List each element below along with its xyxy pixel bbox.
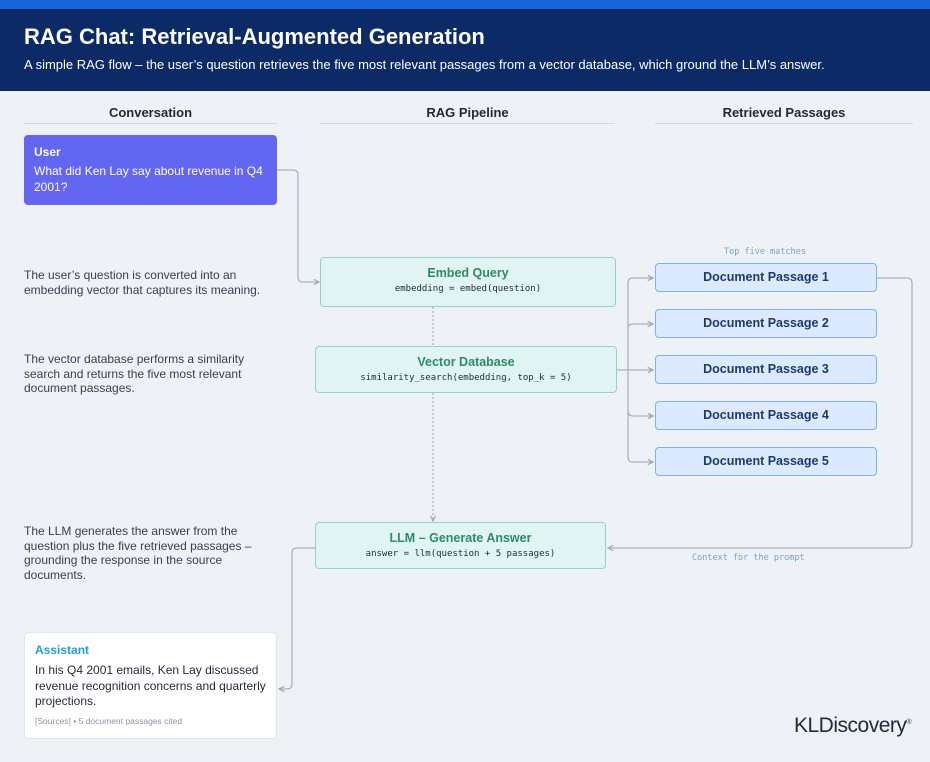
- connector-to-passage-5: [627, 456, 653, 462]
- connector-vector-trunk: [617, 283, 629, 457]
- header-banner: [0, 9, 930, 91]
- page-title: RAG Chat: Retrieval-Augmented Generation: [24, 24, 485, 49]
- connector-to-passage-4: [627, 410, 653, 416]
- sources-note: [Sources] • 5 document passages cited: [35, 715, 183, 726]
- connector-passages-to-llm: [608, 277, 913, 548]
- connector-user-to-embed: [277, 169, 319, 282]
- embed-query-title: Embed Query: [427, 266, 509, 280]
- column-header-conversation: Conversation: [108, 105, 193, 120]
- column-divider: [655, 123, 913, 124]
- document-passage-5: Document Passage 5: [655, 447, 877, 476]
- connector-llm-to-assistant: [279, 547, 315, 689]
- page-subtitle: A simple RAG flow – the user’s question …: [24, 57, 825, 72]
- assistant-message-bubble: Assistant In his Q4 2001 emails, Ken Lay…: [24, 632, 277, 739]
- llm-generate-title: LLM – Generate Answer: [389, 531, 532, 545]
- column-divider: [320, 123, 615, 124]
- assistant-role-label: Assistant: [35, 643, 90, 657]
- logo-registered-mark: ®: [906, 719, 912, 726]
- vector-database-code: similarity_search(embedding, top_k = 5): [360, 373, 572, 383]
- description-vector: The vector database performs a similarit…: [24, 352, 245, 395]
- llm-generate-code: answer = llm(question + 5 passages): [365, 549, 556, 559]
- connector-to-passage-1: [627, 278, 653, 284]
- vector-database-node: Vector Database similarity_search(embedd…: [315, 346, 617, 393]
- logo-text: KLDiscovery: [794, 714, 907, 737]
- column-divider: [24, 123, 277, 124]
- document-passage-4: Document Passage 4: [655, 401, 877, 430]
- description-embed: The user’s question is converted into an…: [24, 268, 261, 297]
- embed-query-node: Embed Query embedding = embed(question): [320, 257, 616, 307]
- column-header-pipeline: RAG Pipeline: [426, 105, 509, 120]
- document-passage-1: Document Passage 1: [655, 263, 877, 292]
- connector-to-passage-2: [627, 324, 653, 330]
- assistant-message-text: In his Q4 2001 emails, Ken Lay discussed…: [35, 663, 266, 708]
- llm-generate-node: LLM – Generate Answer answer = llm(quest…: [315, 522, 606, 569]
- accent-bar: [0, 0, 930, 9]
- document-passage-2: Document Passage 2: [655, 309, 877, 338]
- document-passage-3: Document Passage 3: [655, 355, 877, 384]
- embed-query-code: embedding = embed(question): [394, 284, 542, 294]
- user-message-text: What did Ken Lay say about revenue in Q4…: [34, 164, 263, 194]
- column-header-retrieved: Retrieved Passages: [722, 105, 846, 120]
- top-matches-label: Top five matches: [724, 247, 806, 257]
- context-label: Context for the prompt: [692, 553, 805, 563]
- vector-database-title: Vector Database: [417, 355, 515, 369]
- user-role-label: User: [34, 145, 61, 159]
- description-llm: The LLM generates the answer from the qu…: [24, 524, 252, 582]
- user-message-bubble: User What did Ken Lay say about revenue …: [24, 135, 277, 205]
- kldiscovery-logo: KLDiscovery®: [794, 714, 912, 738]
